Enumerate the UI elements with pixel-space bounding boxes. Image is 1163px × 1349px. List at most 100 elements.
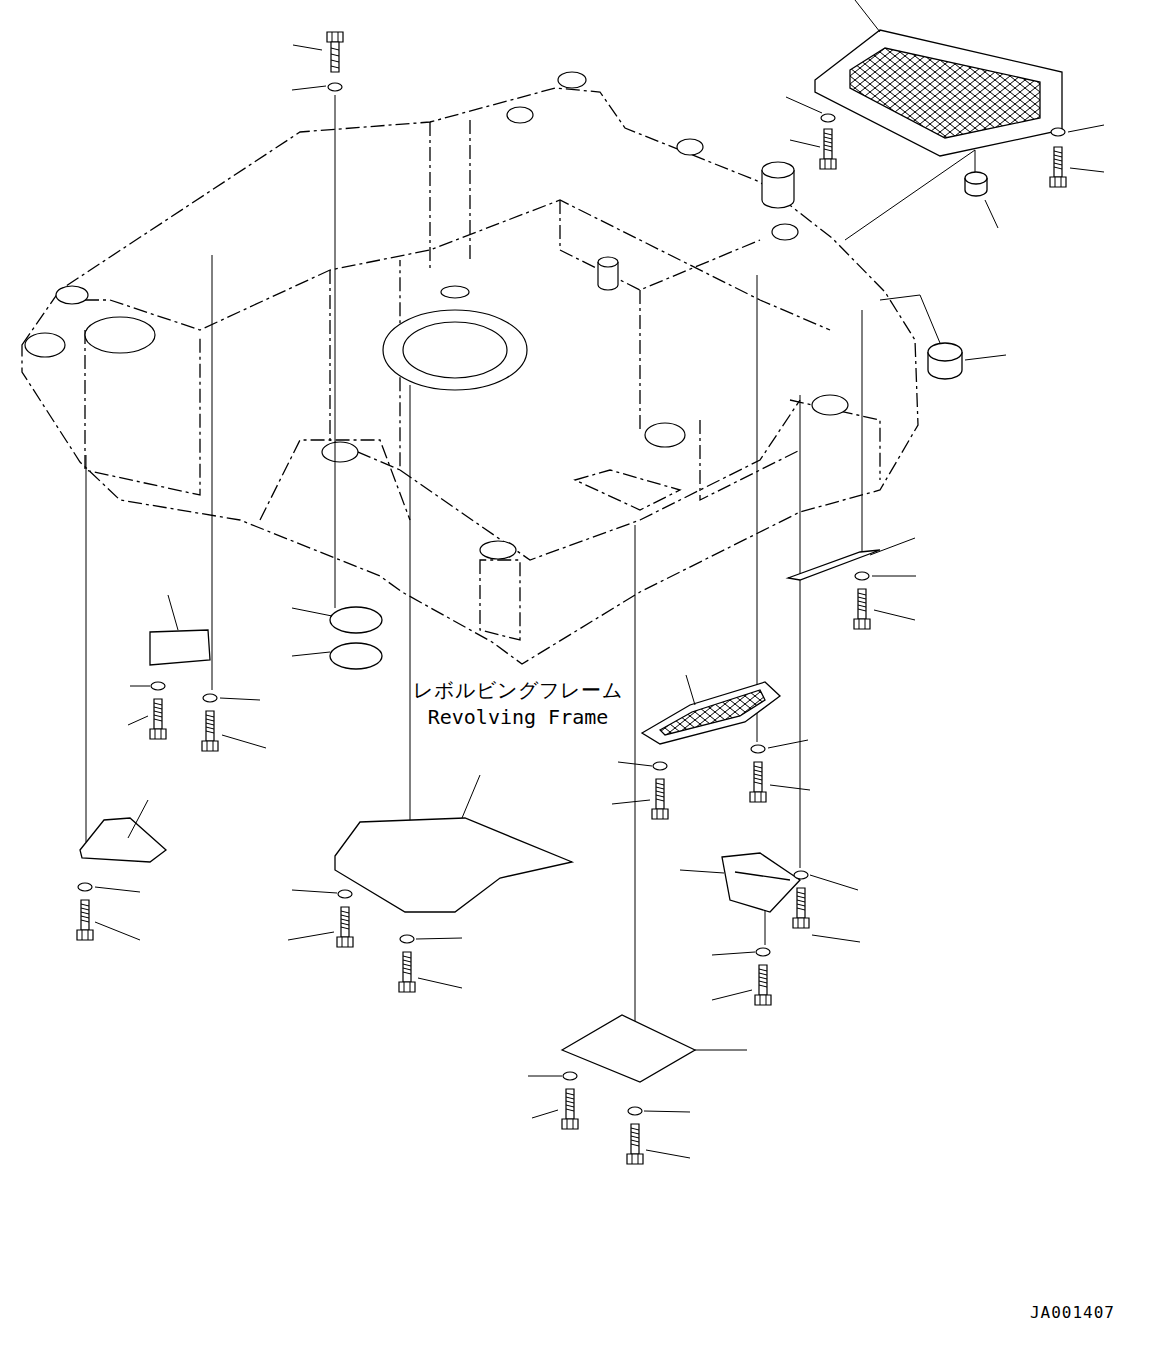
- assembly-line: [212, 255, 213, 690]
- cover-plate: [335, 818, 572, 912]
- leader-line: [810, 875, 858, 890]
- cover-plate: [850, 48, 1040, 138]
- part-label: レボルビングフレーム: [411, 677, 625, 704]
- leader-line: [855, 0, 880, 32]
- frame-features: [322, 442, 358, 462]
- leader-line: [418, 978, 462, 988]
- cover-plate: [80, 818, 166, 862]
- bolt: [150, 699, 166, 739]
- leader-line: [680, 870, 724, 873]
- washer: [400, 935, 414, 943]
- washer: [563, 1072, 577, 1080]
- part-label: Revolving Frame: [426, 705, 611, 729]
- leader-line: [128, 800, 148, 838]
- washer: [78, 83, 1065, 1115]
- leader-line: [168, 595, 178, 630]
- frame-features: [507, 107, 533, 123]
- washer: [628, 1107, 642, 1115]
- leader-line: [528, 1076, 562, 1077]
- leader-line: [768, 740, 808, 748]
- leader-line: [874, 610, 915, 620]
- leader-line: [646, 1150, 690, 1158]
- revolving-frame: [480, 560, 520, 640]
- washer: [751, 745, 765, 753]
- washer: [653, 762, 667, 770]
- cover-plate: [660, 690, 765, 735]
- bolt: [399, 952, 415, 992]
- frame-features: [645, 423, 685, 447]
- cover-plate: [330, 607, 382, 633]
- revolving-frame: [22, 88, 918, 664]
- leader-line: [532, 1110, 558, 1118]
- revolving-frame: [560, 200, 760, 290]
- bolt: [327, 32, 343, 72]
- bolt: [202, 711, 218, 751]
- frame-features: [762, 162, 794, 178]
- washer: [756, 948, 770, 956]
- frame-features: [598, 257, 618, 267]
- bolt: [854, 589, 870, 629]
- bolt: [755, 965, 771, 1005]
- cover-plate: [815, 30, 1062, 156]
- frame-features: [558, 72, 586, 88]
- leader-line: [870, 538, 915, 555]
- cover-plate: [562, 1015, 695, 1082]
- frame-features: [772, 224, 798, 240]
- leader-line: [292, 652, 330, 656]
- bolt: [793, 888, 809, 928]
- frame-features: [480, 541, 516, 559]
- assembly-line: [86, 95, 975, 1078]
- leader-line: [416, 938, 462, 939]
- cover-plate: [330, 643, 382, 669]
- cover-plate: [80, 30, 1062, 1082]
- assembly-line: [335, 95, 336, 608]
- leader-line: [293, 45, 322, 50]
- leader-line: [95, 887, 140, 892]
- revolving-frame: [640, 290, 800, 500]
- revolving-frame: [400, 400, 800, 560]
- frame-features: [25, 333, 65, 357]
- drawing-number: JA001407: [1028, 1303, 1117, 1322]
- leader-line: [95, 0, 1104, 1158]
- washer: [203, 694, 217, 702]
- leader-line: [712, 952, 755, 955]
- revolving-frame: [22, 88, 918, 664]
- leader-line: [612, 800, 650, 804]
- leader-line: [712, 990, 752, 1000]
- bolt: [1050, 147, 1066, 187]
- leader-line: [1070, 168, 1104, 172]
- leader-line: [95, 922, 140, 940]
- leader-line: [790, 140, 820, 147]
- cover-plate: [965, 172, 987, 184]
- frame-features: [25, 72, 848, 559]
- leader-line: [618, 762, 652, 766]
- washer: [1051, 128, 1065, 136]
- leader-line: [786, 97, 822, 113]
- frame-features: [441, 286, 469, 298]
- revolving-frame: [430, 120, 470, 270]
- washer: [338, 890, 352, 898]
- assembly-line: [975, 150, 976, 175]
- frame-features: [383, 310, 527, 390]
- washer: [855, 572, 869, 580]
- frame-features: [403, 322, 507, 378]
- leader-line: [222, 735, 266, 748]
- frame-features: [85, 317, 155, 353]
- washer: [794, 871, 808, 879]
- leader-line: [220, 698, 260, 700]
- bolt: [750, 762, 766, 802]
- leader-line: [292, 890, 337, 893]
- leader-line: [130, 686, 150, 687]
- leader-line: [965, 355, 1006, 360]
- leader-line: [128, 716, 148, 725]
- assembly-line: [757, 275, 758, 742]
- washer: [821, 114, 835, 122]
- assembly-line: [800, 395, 801, 868]
- bolt: [562, 1089, 578, 1129]
- cover-plate: [642, 682, 780, 744]
- leader-line: [462, 775, 480, 818]
- bolt: [627, 1124, 643, 1164]
- washer: [151, 682, 165, 690]
